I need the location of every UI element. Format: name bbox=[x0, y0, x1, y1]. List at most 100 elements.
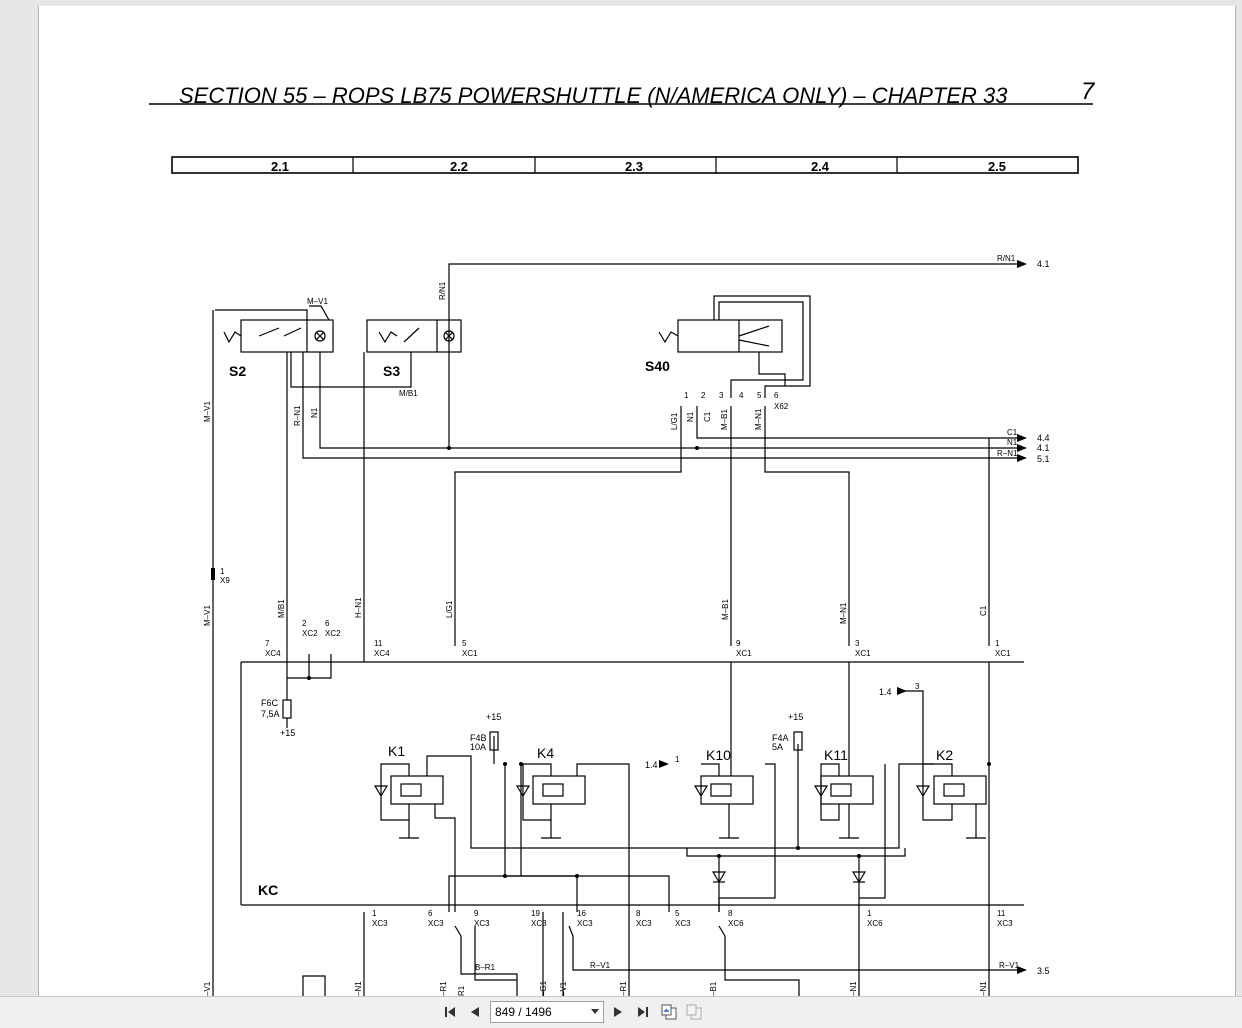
connector-label: XC3 bbox=[997, 919, 1013, 928]
page-indicator: 849 / 1496 bbox=[495, 1005, 552, 1019]
connector-label: XC1 bbox=[462, 649, 478, 658]
relay-label-k11: K11 bbox=[824, 747, 848, 763]
triangle-left-icon bbox=[471, 1007, 479, 1017]
connector-label: XC4 bbox=[265, 649, 281, 658]
pin-label: 1 bbox=[675, 755, 680, 764]
pin-label: 4 bbox=[739, 391, 744, 400]
pin-label: 2 bbox=[701, 391, 706, 400]
page-number-dropdown[interactable]: 849 / 1496 bbox=[490, 1001, 604, 1023]
wire-label: R–V1 bbox=[590, 961, 611, 970]
pin-label: 9 bbox=[474, 909, 479, 918]
wiring-diagram: SECTION 55 – ROPS LB75 POWERSHUTTLE (N/A… bbox=[149, 78, 1096, 996]
back-view-button[interactable] bbox=[659, 1002, 679, 1022]
pin-label: 19 bbox=[531, 909, 540, 918]
pin-label: 5 bbox=[757, 391, 762, 400]
zone-label: 2.1 bbox=[271, 159, 289, 174]
connector-label: XC3 bbox=[428, 919, 444, 928]
wire-label: –N1 bbox=[979, 981, 988, 996]
fuse-f6c-rating: 7,5A bbox=[261, 709, 280, 719]
wire-label: C1 bbox=[1007, 428, 1018, 437]
next-page-button[interactable] bbox=[608, 1002, 628, 1022]
wire-label: –V1 bbox=[203, 981, 212, 996]
pin-label: 6 bbox=[774, 391, 779, 400]
fuse-f4a: F4A bbox=[772, 733, 789, 743]
wire-label: M–B1 bbox=[720, 409, 729, 430]
fuse-f6c: F6C bbox=[261, 698, 279, 708]
connector-label: XC2 bbox=[302, 629, 318, 638]
wire-label: –N1 bbox=[849, 981, 858, 996]
section-header: SECTION 55 – ROPS LB75 POWERSHUTTLE (N/A… bbox=[179, 83, 1008, 108]
connector-label: XC1 bbox=[736, 649, 752, 658]
wire-label: M–B1 bbox=[721, 599, 730, 620]
pin-label: 3 bbox=[915, 682, 920, 691]
wire-label: N1 bbox=[686, 411, 695, 422]
component-label-kc: KC bbox=[258, 882, 278, 898]
pin-label: 8 bbox=[728, 909, 733, 918]
pin-label: 6 bbox=[325, 619, 330, 628]
pin-label: 8 bbox=[636, 909, 641, 918]
chevron-down-icon bbox=[591, 1009, 599, 1014]
pin-label: 5 bbox=[675, 909, 680, 918]
wire-label: M–V1 bbox=[203, 605, 212, 626]
component-label-s40: S40 bbox=[645, 358, 670, 374]
wire-label: N1 bbox=[1007, 438, 1018, 447]
wire-label: R–N1 bbox=[997, 449, 1018, 458]
wire-label: M–V1 bbox=[307, 297, 328, 306]
wire-label: –V1 bbox=[559, 981, 568, 996]
fuse-supply: +15 bbox=[788, 712, 803, 722]
wire-label: M–V1 bbox=[203, 401, 212, 422]
component-label-s2: S2 bbox=[229, 363, 246, 379]
wire-label: L/G1 bbox=[670, 412, 679, 430]
document-viewport[interactable]: SECTION 55 – ROPS LB75 POWERSHUTTLE (N/A… bbox=[0, 0, 1242, 996]
connector-label: XC3 bbox=[675, 919, 691, 928]
zone-label: 2.5 bbox=[988, 159, 1006, 174]
connector-label: XC1 bbox=[855, 649, 871, 658]
connector-label: XC4 bbox=[374, 649, 390, 658]
pin-label: 2 bbox=[302, 619, 307, 628]
xref-label: 1.4 bbox=[645, 760, 658, 770]
connector-label: X9 bbox=[220, 576, 230, 585]
xref-label: 4.1 bbox=[1037, 259, 1050, 269]
fuse-supply: +15 bbox=[486, 712, 501, 722]
component-label-s3: S3 bbox=[383, 363, 400, 379]
forward-view-button[interactable] bbox=[684, 1002, 704, 1022]
forward-view-icon bbox=[686, 1004, 702, 1020]
zone-label: 2.4 bbox=[811, 159, 830, 174]
pin-label: 1 bbox=[684, 391, 689, 400]
pin-label: 7 bbox=[265, 639, 270, 648]
triangle-right-icon bbox=[614, 1007, 622, 1017]
pin-label: 1 bbox=[867, 909, 872, 918]
wire-label: L/G1 bbox=[445, 600, 454, 618]
wire-label: M–N1 bbox=[754, 408, 763, 430]
wire-label: C1 bbox=[979, 605, 988, 616]
xref-label: 5.1 bbox=[1037, 454, 1050, 464]
connector-label: XC1 bbox=[995, 649, 1011, 658]
pin-label: 3 bbox=[719, 391, 724, 400]
first-page-button[interactable] bbox=[440, 1002, 460, 1022]
wire-label: C1 bbox=[703, 411, 712, 422]
connector-label: XC6 bbox=[728, 919, 744, 928]
connector-label: XC3 bbox=[372, 919, 388, 928]
pin-label: 5 bbox=[462, 639, 467, 648]
wire-label: H–N1 bbox=[354, 597, 363, 618]
wire-label: R/N1 bbox=[438, 281, 447, 300]
back-view-icon bbox=[661, 1004, 677, 1020]
connector-label: XC3 bbox=[577, 919, 593, 928]
zone-label: 2.2 bbox=[450, 159, 468, 174]
xref-label: 3.5 bbox=[1037, 966, 1050, 976]
connector-label: XC3 bbox=[531, 919, 547, 928]
pin-label: 1 bbox=[220, 567, 225, 576]
wire-label: R1 bbox=[457, 985, 466, 996]
wire-label: M/B1 bbox=[277, 599, 286, 618]
wire-label: –G1 bbox=[539, 980, 548, 996]
fuse-f4b: F4B bbox=[470, 733, 487, 743]
skip-to-start-icon bbox=[445, 1007, 455, 1017]
pin-label: 16 bbox=[577, 909, 586, 918]
pdf-page: SECTION 55 – ROPS LB75 POWERSHUTTLE (N/A… bbox=[38, 6, 1236, 996]
pdf-navigation-toolbar: 849 / 1496 bbox=[0, 996, 1242, 1028]
wire-label: –N1 bbox=[354, 981, 363, 996]
wire-label: R–N1 bbox=[293, 405, 302, 426]
previous-page-button[interactable] bbox=[465, 1002, 485, 1022]
fuse-supply: +15 bbox=[280, 728, 295, 738]
last-page-button[interactable] bbox=[633, 1002, 653, 1022]
